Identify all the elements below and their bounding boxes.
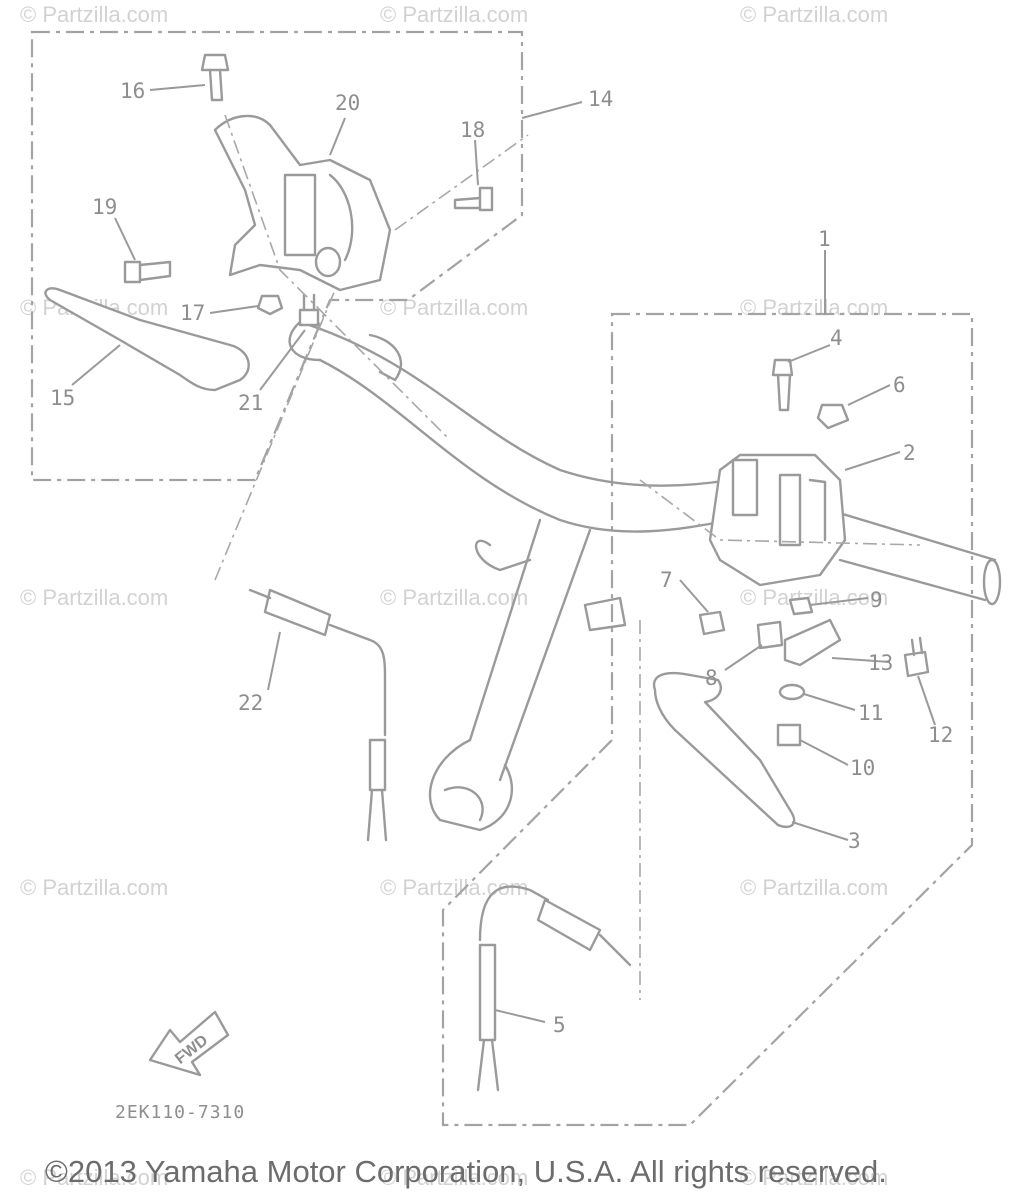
watermark: © Partzilla.com	[740, 1165, 888, 1190]
center-lines	[214, 114, 921, 1000]
callout-18: 18	[460, 118, 485, 142]
callout-16: 16	[120, 79, 145, 103]
callout-4: 4	[830, 326, 843, 350]
assembly-box-1	[441, 312, 974, 1127]
watermark: © Partzilla.com	[20, 1165, 168, 1190]
watermarks: © Partzilla.com © Partzilla.com © Partzi…	[20, 2, 888, 1190]
watermark: © Partzilla.com	[380, 1165, 528, 1190]
callout-2: 2	[903, 441, 916, 465]
callout-12: 12	[928, 723, 953, 747]
fwd-arrow: FWD	[148, 1010, 230, 1077]
callout-19: 19	[92, 195, 117, 219]
watermark: © Partzilla.com	[740, 2, 888, 27]
watermark: © Partzilla.com	[740, 875, 888, 900]
watermark: © Partzilla.com	[20, 2, 168, 27]
watermark: © Partzilla.com	[380, 295, 528, 320]
callout-1: 1	[818, 227, 831, 251]
callout-numbers: 16 20 14 18 19 17 21 15 22 1 4 6 2 7 9 1…	[50, 79, 953, 1037]
part-15-lever	[44, 287, 250, 392]
watermark: © Partzilla.com	[380, 2, 528, 27]
callout-21: 21	[238, 391, 263, 415]
callout-15: 15	[50, 386, 75, 410]
part-3-lever	[652, 671, 796, 829]
callout-17: 17	[180, 301, 205, 325]
callout-10: 10	[850, 756, 875, 780]
callout-8: 8	[705, 666, 718, 690]
assembly-box-14	[30, 30, 524, 482]
callout-3: 3	[848, 829, 861, 853]
part-20-holder	[213, 114, 392, 292]
diagram-code: 2EK110-7310	[115, 1102, 245, 1123]
callout-13: 13	[868, 651, 893, 675]
callout-11: 11	[858, 701, 883, 725]
callout-9: 9	[870, 588, 883, 612]
leader-lines	[71, 84, 936, 1023]
handlebar	[288, 320, 1002, 832]
watermark: © Partzilla.com	[20, 585, 168, 610]
callout-6: 6	[893, 373, 906, 397]
fasteners-upper	[123, 53, 494, 327]
part-2-holder	[708, 453, 847, 587]
callout-5: 5	[553, 1013, 566, 1037]
callout-7: 7	[660, 568, 673, 592]
watermark: © Partzilla.com	[20, 875, 168, 900]
watermark: © Partzilla.com	[740, 295, 888, 320]
watermark: © Partzilla.com	[740, 585, 888, 610]
callout-22: 22	[238, 691, 263, 715]
part-5-switch	[476, 885, 632, 1092]
callout-14: 14	[588, 87, 613, 111]
watermark: © Partzilla.com	[380, 585, 528, 610]
copyright-notice: ©2013 Yamaha Motor Corporation, U.S.A. A…	[45, 1154, 887, 1189]
callout-20: 20	[335, 91, 360, 115]
fasteners-right	[698, 358, 930, 747]
part-22-switch	[248, 588, 388, 842]
